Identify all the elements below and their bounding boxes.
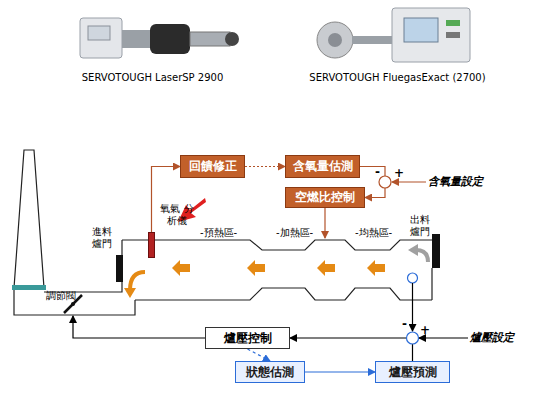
flow-arrow <box>416 250 428 262</box>
label: -加熱區- <box>276 227 313 239</box>
summing-junction <box>407 332 419 344</box>
product-photo <box>317 8 470 62</box>
node-text: 氧氣 分析儀 <box>158 203 196 227</box>
flow-arrow <box>130 272 145 290</box>
process-box: 空燃比控制 <box>285 187 365 208</box>
label: 爐壓設定 <box>470 332 514 344</box>
signal-wire <box>412 283 413 331</box>
label: + <box>420 324 430 336</box>
node-text: 爐壓預測 <box>389 364 437 381</box>
flue-duct <box>14 282 135 315</box>
signal-wire <box>392 181 426 182</box>
flow-arrow <box>172 260 385 276</box>
oxygen-analyzer: 氧氣 分析儀 <box>148 232 155 258</box>
label: + <box>394 167 404 179</box>
flow-arrow <box>124 288 136 298</box>
signal-wire <box>73 316 205 338</box>
label: -均熱區- <box>355 227 392 239</box>
product-photo <box>80 18 239 58</box>
feed-door <box>116 255 123 282</box>
label: 進料 爐門 <box>90 226 114 250</box>
flow-arrow <box>408 244 418 256</box>
pressure-sensor <box>408 273 418 283</box>
node-text: 狀態估測 <box>246 364 294 381</box>
label: - <box>402 318 407 330</box>
connector <box>305 371 375 372</box>
furnace <box>122 240 432 300</box>
node-text: 含氧量估測 <box>293 158 353 175</box>
signal-wire <box>419 337 468 338</box>
process-box: 爐壓預測 <box>375 361 450 383</box>
node-text: 爐壓控制 <box>224 330 272 347</box>
label: -預熱區- <box>200 227 237 239</box>
label: 調節閥 <box>46 290 76 302</box>
label: SERVOTOUGH FluegasExact (2700) <box>300 72 495 84</box>
label: 出料 爐門 <box>408 214 432 238</box>
process-box: 狀態估測 <box>235 361 305 383</box>
chimney <box>12 150 46 290</box>
connector <box>290 338 413 361</box>
node-text: 回饋修正 <box>189 158 237 175</box>
process-box: 回饋修正 <box>180 155 245 178</box>
label: - <box>375 166 380 178</box>
connector <box>245 166 285 167</box>
process-box: 爐壓控制 <box>205 327 290 349</box>
process-box: 含氧量估測 <box>285 155 360 178</box>
label: 含氧量設定 <box>428 176 483 188</box>
node-text: 空燃比控制 <box>295 189 355 206</box>
exit-door <box>432 234 440 268</box>
connector <box>248 349 271 361</box>
label: SERVOTOUGH LaserSP 2900 <box>80 72 225 84</box>
signal-wire <box>324 208 325 238</box>
summing-junction <box>379 176 391 188</box>
